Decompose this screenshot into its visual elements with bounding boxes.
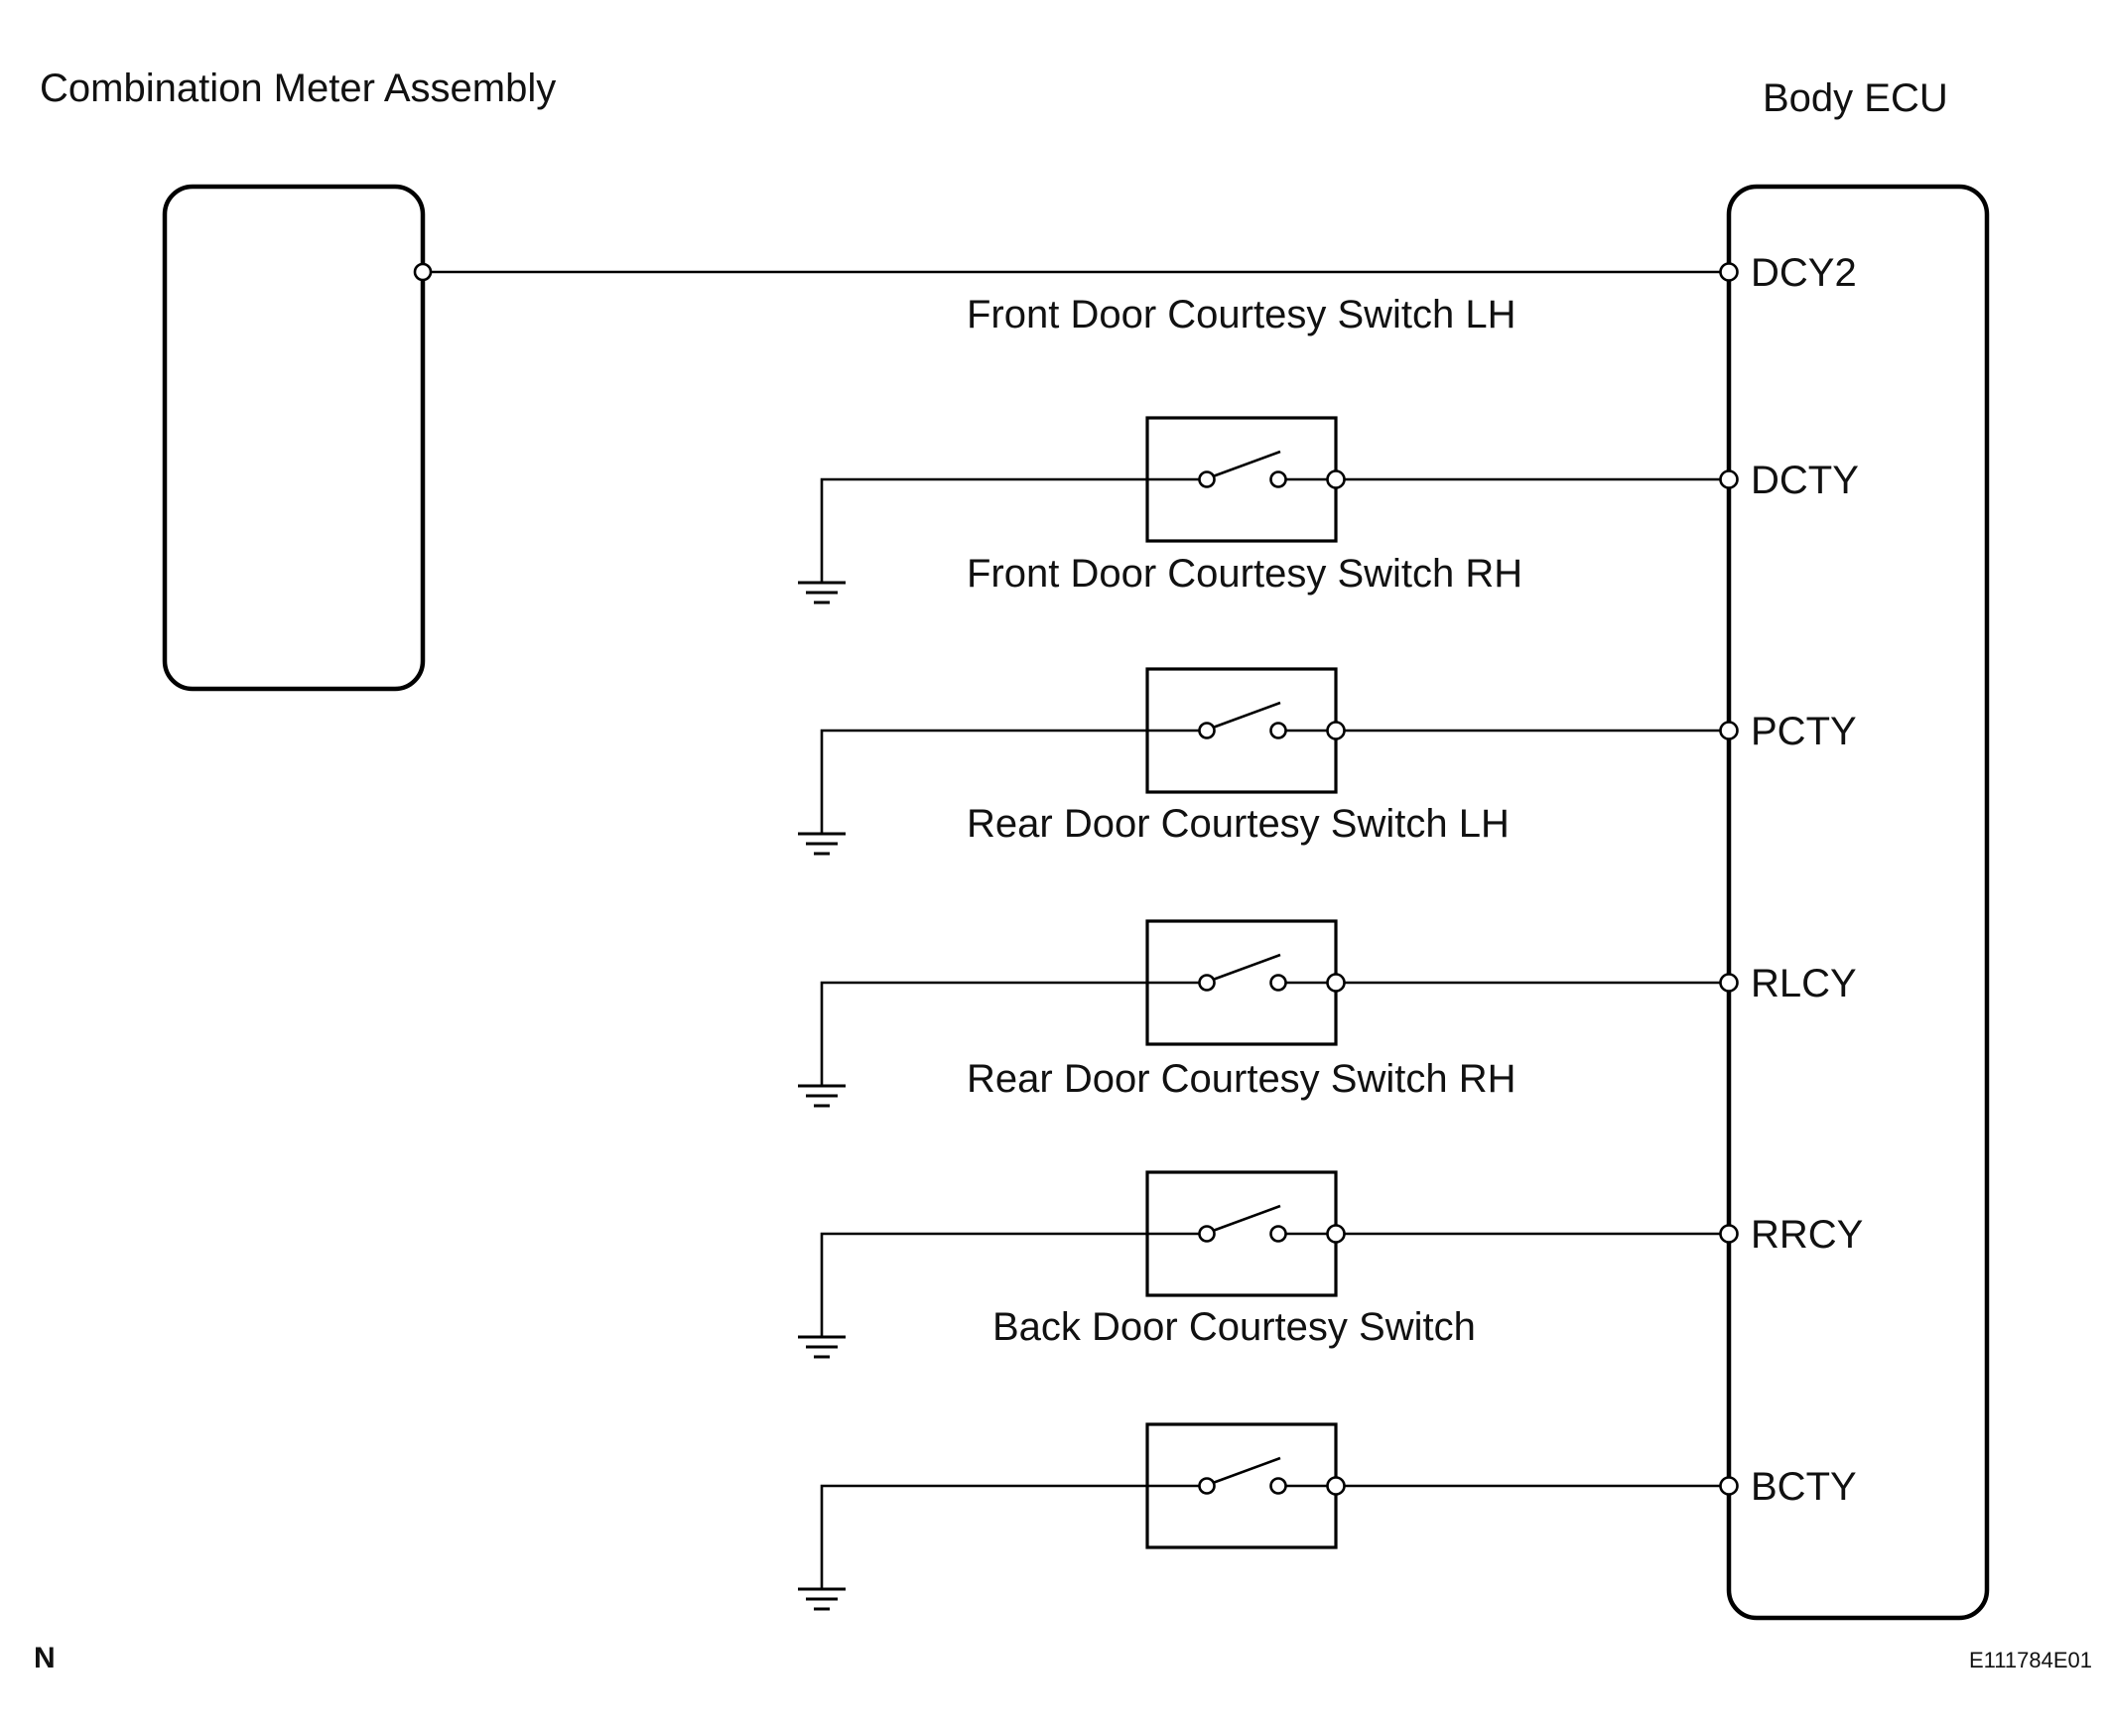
ground-lead-bcty (820, 1484, 1147, 1589)
switch-blade-icon (1212, 450, 1281, 478)
meter-terminal (413, 262, 433, 282)
switch-contact-icon (1198, 1225, 1216, 1243)
combination-meter-box (162, 184, 426, 692)
ecu-terminal-pcty (1719, 721, 1739, 740)
ecu-terminal-dcy2 (1719, 262, 1739, 282)
switch-terminal (1326, 973, 1346, 993)
pin-label-bcty: BCTY (1751, 1465, 1857, 1509)
switch-label-rlcy: Rear Door Courtesy Switch RH (967, 1057, 1516, 1101)
switch-contact-icon (1198, 1477, 1216, 1495)
ground-lead-rlcy (820, 981, 1147, 1086)
ecu-terminal-rlcy (1719, 973, 1739, 993)
switch-blade-icon (1212, 1456, 1281, 1485)
ground-lead-dcty (820, 477, 1147, 583)
pin-label-rlcy: RLCY (1751, 962, 1857, 1005)
pin-label-rrcy: RRCY (1751, 1213, 1863, 1257)
switch-label-dcy2: Front Door Courtesy Switch LH (967, 293, 1516, 336)
switch-label-pcty: Rear Door Courtesy Switch LH (967, 802, 1510, 846)
ecu-terminal-rrcy (1719, 1224, 1739, 1244)
switch-terminal (1326, 721, 1346, 740)
switch-terminal (1326, 1224, 1346, 1244)
ground-lead-rrcy (820, 1232, 1147, 1337)
ground-lead-pcty (820, 729, 1147, 834)
switch-terminal (1326, 469, 1346, 489)
pin-label-pcty: PCTY (1751, 710, 1857, 753)
switch-blade-icon (1212, 953, 1281, 982)
body-ecu-title: Body ECU (1763, 76, 1948, 120)
body-ecu-box (1726, 184, 1990, 1621)
switch-contact-icon (1198, 722, 1216, 739)
switch-contact-icon (1269, 722, 1287, 739)
switch-contact-icon (1269, 1477, 1287, 1495)
corner-letter: N (34, 1642, 56, 1674)
switch-contact-icon (1269, 470, 1287, 488)
ecu-terminal-bcty (1719, 1476, 1739, 1496)
switch-label-dcty: Front Door Courtesy Switch RH (967, 552, 1522, 596)
pin-label-dcty: DCTY (1751, 459, 1859, 502)
combination-meter-title: Combination Meter Assembly (40, 67, 556, 110)
figure-code: E111784E01 (1969, 1648, 2092, 1672)
switch-label-rrcy: Back Door Courtesy Switch (992, 1305, 1476, 1349)
ecu-terminal-dcty (1719, 469, 1739, 489)
switch-terminal (1326, 1476, 1346, 1496)
switch-blade-icon (1212, 701, 1281, 730)
switch-blade-icon (1212, 1204, 1281, 1233)
switch-contact-icon (1198, 470, 1216, 488)
switch-contact-icon (1198, 974, 1216, 992)
pin-label-dcy2: DCY2 (1751, 251, 1857, 295)
switch-contact-icon (1269, 1225, 1287, 1243)
switch-contact-icon (1269, 974, 1287, 992)
